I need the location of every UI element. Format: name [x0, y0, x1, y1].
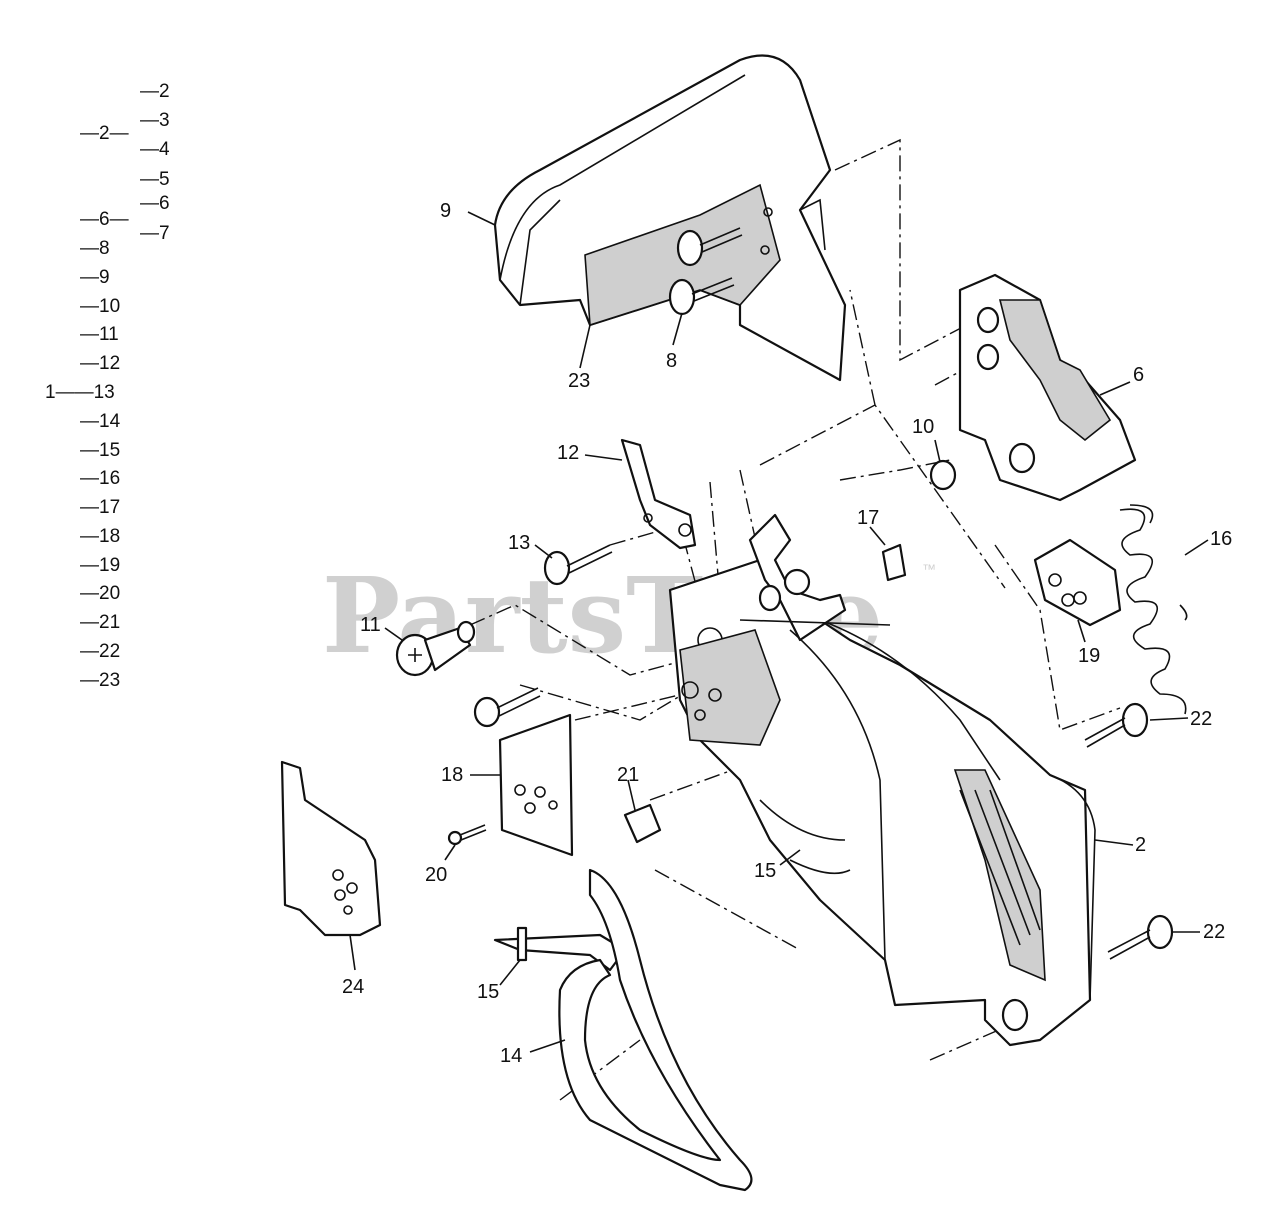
- tree-item-5: —5: [140, 169, 170, 190]
- tree-item-15: —15: [80, 440, 120, 461]
- callout-8: 8: [666, 350, 677, 372]
- callout-20: 20: [425, 864, 447, 886]
- plate-part-18: [498, 713, 574, 857]
- tree-item-8: —8: [80, 238, 110, 259]
- callout-2: 2: [1135, 834, 1146, 856]
- callout-10: 10: [912, 416, 934, 438]
- screw-unlabeled: [473, 687, 541, 728]
- tree-item-6b: —6—: [80, 209, 129, 230]
- hand-guard-part-9: [493, 54, 847, 382]
- callout-18: 18: [441, 764, 463, 786]
- callout-12: 12: [557, 442, 579, 464]
- assembly-tree: —2 —3 —2— —4 —5 —6 —6— —7 —8 —9 —10 —11 …: [45, 81, 170, 691]
- tree-item-2a: —2: [140, 81, 170, 102]
- screw-part-8: [668, 207, 773, 316]
- bushing-part-10: [929, 459, 957, 491]
- callout-6: 6: [1133, 364, 1144, 386]
- link-part-15-bottom: [493, 926, 627, 972]
- tree-item-9: —9: [80, 267, 110, 288]
- tree-item-23: —23: [80, 670, 120, 691]
- tree-item-14: —14: [80, 411, 121, 432]
- callout-9: 9: [440, 200, 451, 222]
- guide-plate-part-24: [280, 760, 382, 937]
- screw-part-13: [543, 544, 613, 586]
- cap-part-21: [623, 803, 662, 844]
- brake-band-part-14: [558, 868, 753, 1192]
- tree-item-17: —17: [80, 497, 120, 518]
- bracket-part-6: [958, 273, 1137, 502]
- tree-item-22: —22: [80, 641, 120, 662]
- tree-item-18: —18: [80, 526, 120, 547]
- tree-item-2b: —2—: [80, 123, 129, 144]
- callout-11: 11: [360, 614, 381, 636]
- callout-13: 13: [508, 532, 530, 554]
- pin-part-11: [395, 620, 476, 677]
- tree-item-20: —20: [80, 583, 120, 604]
- tree-item-11: —11: [80, 324, 119, 345]
- callout-22-lower: 22: [1203, 921, 1225, 943]
- tree-item-12: —12: [80, 353, 120, 374]
- nut-part-17: [881, 543, 907, 582]
- spring-part-16: [1119, 504, 1188, 715]
- callout-24: 24: [342, 976, 364, 998]
- callout-16: 16: [1210, 528, 1232, 550]
- brake-lever-part-12: [620, 438, 697, 550]
- tree-item-16: —16: [80, 468, 120, 489]
- callout-21: 21: [617, 764, 639, 786]
- buffer-part-19: [1033, 538, 1122, 627]
- tree-item-6a: —6: [140, 193, 170, 214]
- screw-part-22-lower: [1107, 914, 1174, 960]
- tree-item-3: —3: [140, 110, 170, 131]
- tree-item-7: —7: [140, 223, 170, 244]
- callout-23: 23: [568, 370, 590, 392]
- leader-lines: [349, 211, 1209, 1053]
- callout-19: 19: [1078, 645, 1100, 667]
- housing-part-2: [668, 513, 1096, 1047]
- tree-item-10: —10: [80, 296, 120, 317]
- tree-item-19: —19: [80, 555, 120, 576]
- callout-17: 17: [857, 507, 879, 529]
- tree-item-13: 1——13: [45, 382, 115, 403]
- callout-15-bottom: 15: [477, 981, 499, 1003]
- callout-22-upper: 22: [1190, 708, 1212, 730]
- screw-part-20: [447, 824, 487, 846]
- trademark-mark: ™: [922, 561, 936, 577]
- tree-item-4: —4: [140, 139, 170, 160]
- screw-part-22-upper: [1084, 702, 1149, 748]
- callout-labels: 9 23 8 6 10 12 13 17 16 11 19 22 18 21 2…: [342, 200, 1232, 1067]
- callout-14: 14: [500, 1045, 522, 1067]
- callout-15-middle: 15: [754, 860, 776, 882]
- tree-item-21: —21: [80, 612, 120, 633]
